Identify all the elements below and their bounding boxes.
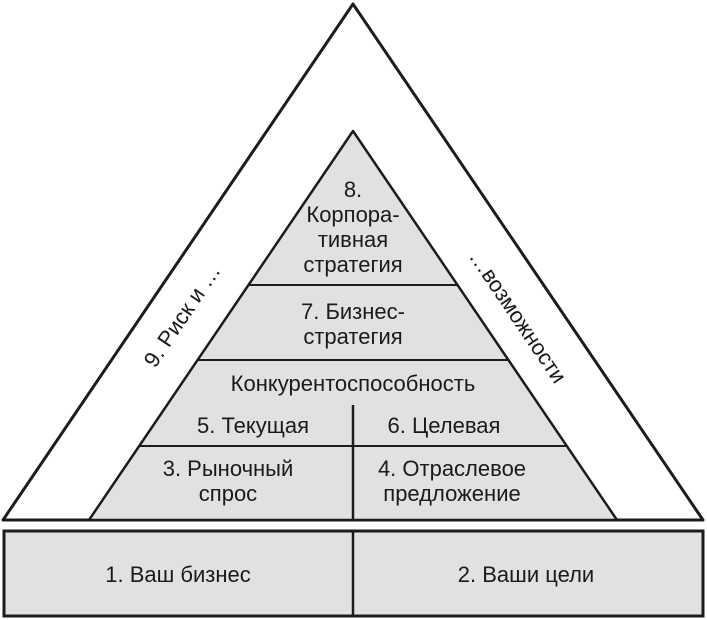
level-8-line: стратегия <box>303 252 403 277</box>
level-4-line: 4. Отраслевое <box>377 456 527 481</box>
level-8-line: Корпора- <box>306 202 400 227</box>
level-8-line: 8. <box>343 177 363 202</box>
level-3-line: 3. Рыночный <box>162 456 294 481</box>
level-5-label: 5. Текущая <box>196 413 310 438</box>
level-3-label: 3. Рыночный спрос <box>148 456 308 506</box>
level-4-label: 4. Отраслевое предложение <box>372 456 532 506</box>
level-7-line: 7. Бизнес- <box>301 299 405 324</box>
level-6-label: 6. Целевая <box>387 413 501 438</box>
level-4-line: предложение <box>383 481 521 506</box>
level-3-line: спрос <box>198 481 258 506</box>
competitiveness-label: Конкурентоспособность <box>230 371 476 396</box>
base-box-1-label: 1. Ваш бизнес <box>105 562 251 587</box>
base-box-2-label: 2. Ваши цели <box>457 562 595 587</box>
level-7-line: стратегия <box>303 324 403 349</box>
level-8-label: 8. Корпора- тивная стратегия <box>253 177 453 277</box>
level-7-label: 7. Бизнес- стратегия <box>253 299 453 349</box>
level-8-line: тивная <box>317 227 389 252</box>
